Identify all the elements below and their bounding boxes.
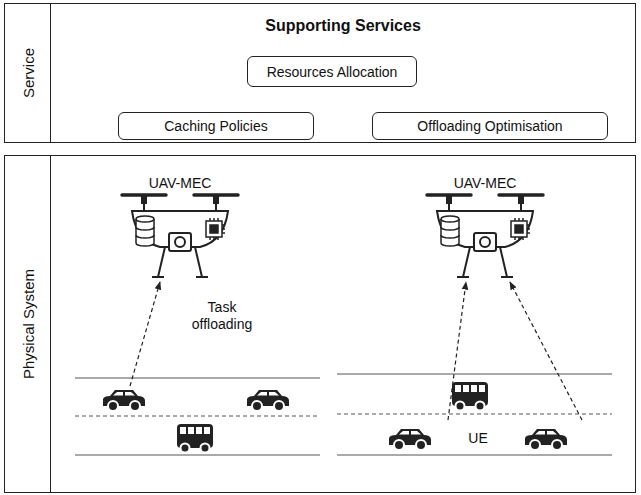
arrow-label: Task offloading <box>180 299 264 333</box>
layer-label: Physical System <box>19 269 36 379</box>
box-label: Caching Policies <box>164 118 268 134</box>
box-label: Resources Allocation <box>267 64 398 80</box>
service-layer-panel: Resources AllocationCaching Policies Offl… <box>4 3 636 143</box>
ue-label: UE <box>466 430 489 447</box>
service-box: Resources Allocation <box>247 56 417 87</box>
uav-label: UAV-MEC <box>452 175 519 192</box>
layer-label: Service <box>19 48 36 98</box>
layer-label-strip: Service <box>5 4 51 142</box>
physical-layer-panel: Physical System <box>4 155 636 493</box>
services-region: Resources AllocationCaching Policies Offl… <box>51 4 635 141</box>
section-title: Supporting Services <box>51 17 635 35</box>
box-label: Offloading Optimisation <box>417 118 562 134</box>
layer-label-strip: Physical System <box>5 156 51 492</box>
service-box: Offloading Optimisation <box>372 112 608 140</box>
service-box: Caching Policies <box>118 112 314 140</box>
uav-label: UAV-MEC <box>147 175 214 192</box>
